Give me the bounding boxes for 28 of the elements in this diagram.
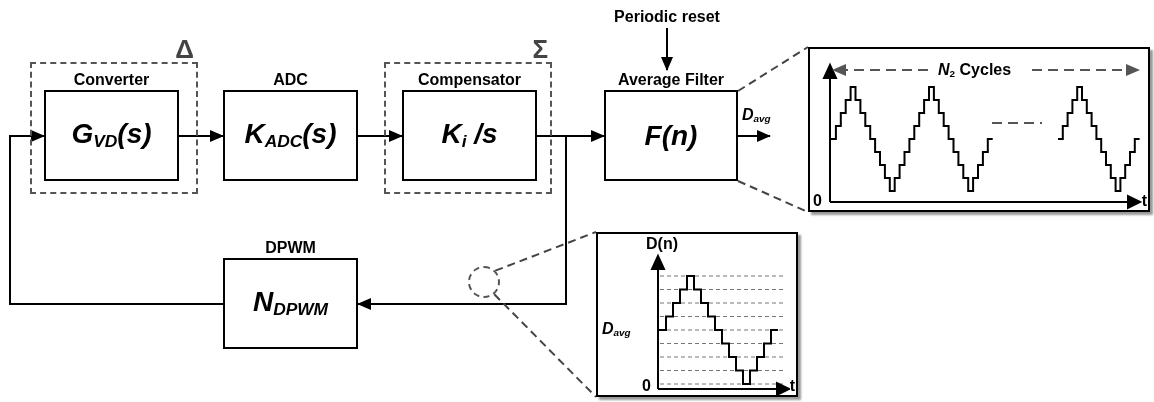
signal-label: Periodic reset: [613, 7, 721, 27]
block-title: Average Filter: [617, 70, 725, 90]
leader-line: [737, 46, 809, 92]
arrow: [357, 130, 403, 142]
arrow: [737, 130, 771, 142]
axis-label: 0: [642, 377, 651, 395]
zoom-circle: [468, 266, 500, 298]
arrow: [661, 27, 673, 71]
arrow: [357, 135, 567, 310]
axis-label: t: [1141, 192, 1147, 210]
axis-label: t: [789, 377, 795, 395]
group-symbol: Δ: [175, 34, 194, 64]
axis-label: 0: [813, 192, 822, 210]
arrow: [178, 130, 224, 142]
block-title: Compensator: [417, 70, 522, 90]
transfer-function-label: N$_{DPWM}$: [252, 286, 329, 321]
group-symbol: Σ: [532, 34, 548, 64]
block-title: DPWM: [265, 238, 316, 258]
axis-label: D(n): [646, 235, 678, 253]
arrow: [9, 130, 224, 305]
transfer-function-label: G$_{VD}$(s): [71, 118, 152, 153]
leader-line: [494, 231, 597, 272]
leader-line: [493, 293, 597, 398]
transfer-function-label: K$_{ADC}$(s): [244, 118, 337, 153]
transfer-function-label: F(n): [644, 119, 698, 152]
transfer-function-label: K$_{i}$ /s: [441, 118, 498, 153]
block-title: ADC: [273, 70, 308, 90]
block-title: Converter: [73, 70, 150, 90]
